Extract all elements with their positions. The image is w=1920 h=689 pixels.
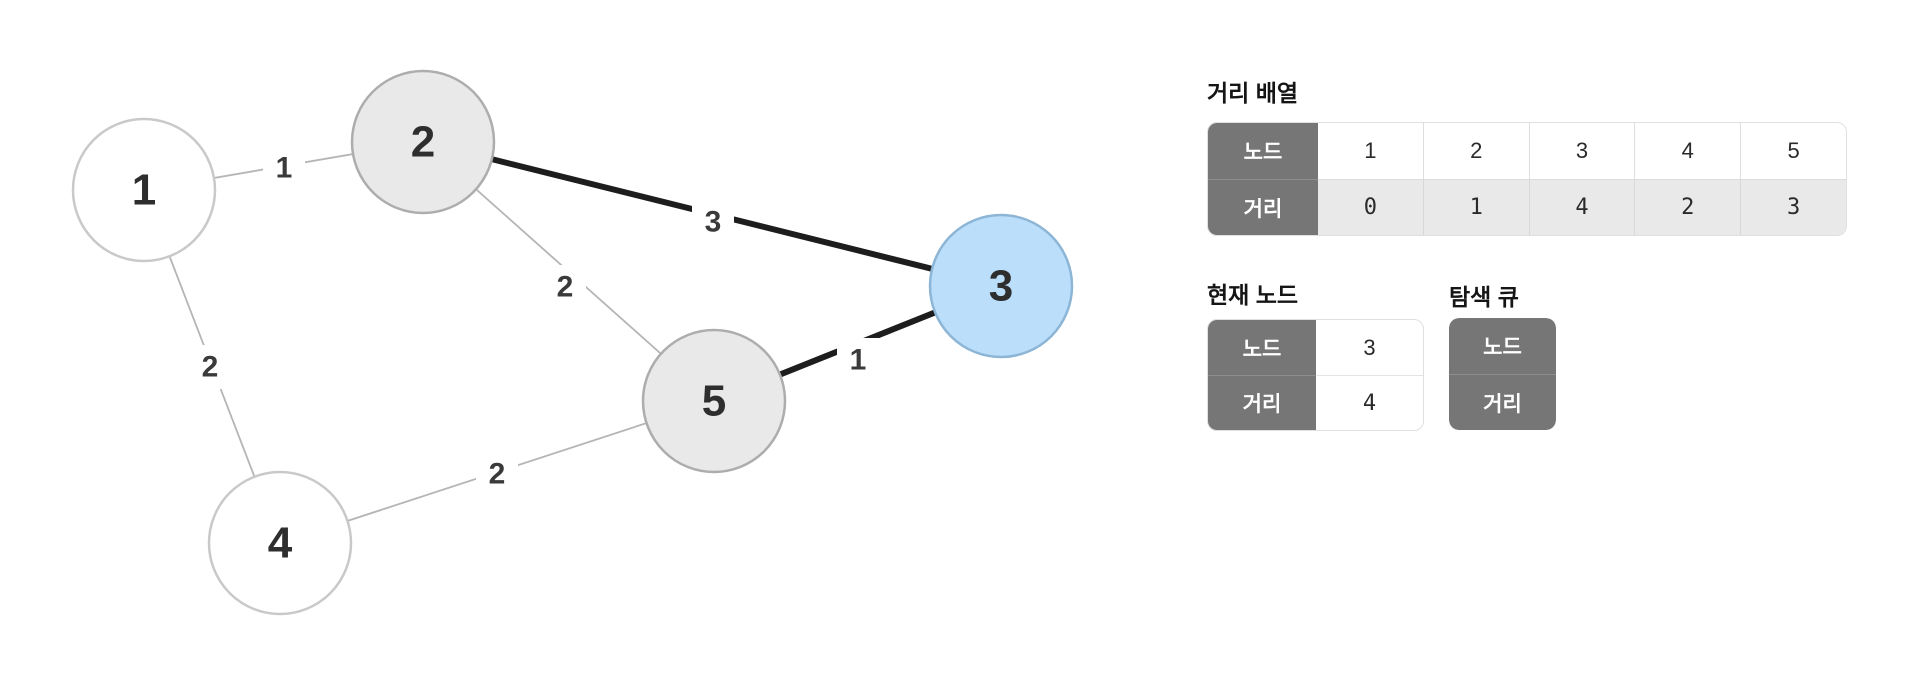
graph-node-5 (641, 328, 787, 474)
distance-array-node-row: 노드 1 2 3 4 5 (1208, 123, 1846, 179)
distance-cell: 4 (1528, 179, 1635, 235)
edge-weight-label-bg (476, 452, 518, 496)
edge-weight-label-5-3: 1 (850, 344, 867, 377)
edge-weight-label-1-2: 1 (276, 152, 293, 185)
graph-node-1 (71, 117, 217, 263)
distance-array-title: 거리 배열 (1207, 80, 1299, 106)
distance-cell: 2 (1634, 179, 1741, 235)
search-queue-node-row: 노드 (1449, 318, 1556, 374)
graph-node-2 (350, 69, 496, 215)
graph-node-label-4: 4 (268, 519, 293, 568)
graph-node-label-2: 2 (411, 118, 435, 167)
graph-node-4 (207, 470, 353, 616)
node-id-cell: 3 (1528, 123, 1635, 179)
node-id-cell: 4 (1634, 123, 1740, 179)
graph-node-label-5: 5 (702, 377, 726, 426)
search-queue-distance-header: 거리 (1449, 374, 1556, 430)
distance-array-node-header: 노드 (1208, 123, 1318, 179)
search-queue-distance-row: 거리 (1449, 374, 1556, 430)
edge-weight-label-bg (837, 338, 879, 382)
node-id-cell: 5 (1740, 123, 1846, 179)
edge-weight-label-1-4: 2 (202, 351, 219, 384)
graph-node-label-3: 3 (989, 262, 1013, 311)
edge-weight-label-bg (692, 200, 734, 244)
distance-array-distance-header: 거리 (1208, 179, 1318, 235)
distance-cell: 3 (1740, 179, 1846, 235)
edge-weight-label-bg (544, 265, 586, 309)
node-id-cell: 1 (1364, 138, 1377, 163)
graph-node-3 (928, 213, 1074, 359)
distance-cell: 1 (1422, 179, 1529, 235)
node-id-cell: 2 (1422, 123, 1529, 179)
current-node-distance-header: 거리 (1208, 375, 1316, 430)
edge-weight-label-bg (189, 345, 231, 389)
current-node-distance-value: 4 (1316, 375, 1423, 430)
distance-cell: 0 (1318, 179, 1423, 235)
current-node-value: 3 (1363, 334, 1376, 360)
current-node-node-header: 노드 (1208, 320, 1316, 375)
edge-weight-label-2-5: 2 (557, 271, 574, 304)
graph-node-label-1: 1 (132, 166, 156, 215)
edge-weight-label-bg (263, 146, 305, 190)
current-node-table: 노드 3 거리 4 (1207, 319, 1424, 431)
current-node-title: 현재 노드 (1207, 282, 1299, 308)
current-node-node-row: 노드 3 (1208, 320, 1423, 375)
edge-weight-label-2-3: 3 (705, 206, 722, 239)
graph-canvas: 1 2 2 3 1 2 1 2 3 4 5 (71, 69, 1074, 616)
search-queue-node-header: 노드 (1449, 318, 1556, 374)
distance-array-table: 노드 1 2 3 4 5 거리 0 1 4 2 3 (1207, 122, 1847, 236)
search-queue-title: 탐색 큐 (1449, 284, 1519, 310)
distance-array-distance-row: 거리 0 1 4 2 3 (1208, 179, 1846, 235)
search-queue-table: 노드 거리 (1449, 318, 1556, 430)
current-node-distance-row: 거리 4 (1208, 375, 1423, 430)
edge-weight-label-4-5: 2 (489, 458, 506, 491)
